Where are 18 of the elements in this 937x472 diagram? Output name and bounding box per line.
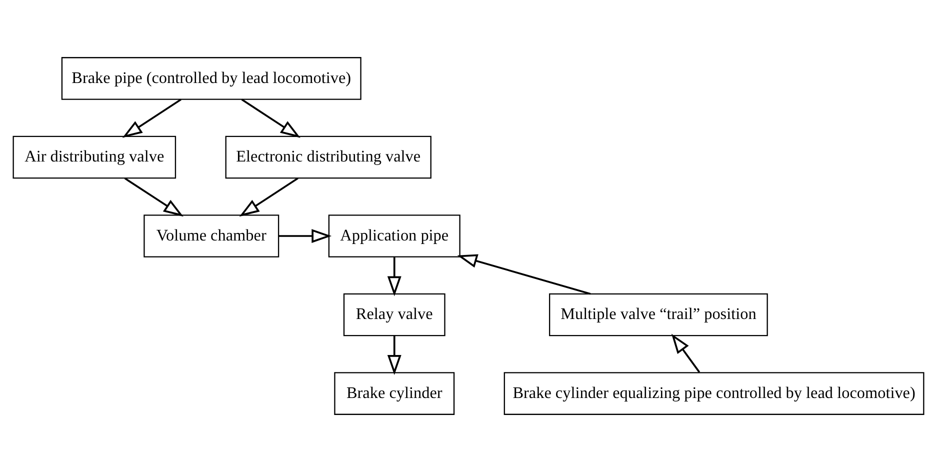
node-box: Volume chamber xyxy=(144,214,280,258)
arrow xyxy=(124,178,184,217)
node-box: Brake pipe (controlled by lead locomotive) xyxy=(61,57,362,100)
node-box: Application pipe xyxy=(328,214,460,258)
arrow xyxy=(278,229,332,243)
node-box: Air distributing valve xyxy=(12,136,176,179)
node-box: Multiple valve “trail” position xyxy=(549,293,768,336)
node-box: Relay valve xyxy=(343,293,446,336)
node-box: Brake cylinder equalizing pipe controlled by lead locomotive) xyxy=(504,372,924,415)
node-box: Brake cylinder xyxy=(334,372,455,415)
arrow xyxy=(241,98,300,138)
arrow xyxy=(671,334,700,373)
arrow xyxy=(122,98,182,138)
arrow xyxy=(387,336,402,375)
arrow xyxy=(457,254,591,295)
arrow xyxy=(239,178,298,217)
arrow xyxy=(387,257,402,296)
node-box: Electronic distributing valve xyxy=(225,136,432,179)
